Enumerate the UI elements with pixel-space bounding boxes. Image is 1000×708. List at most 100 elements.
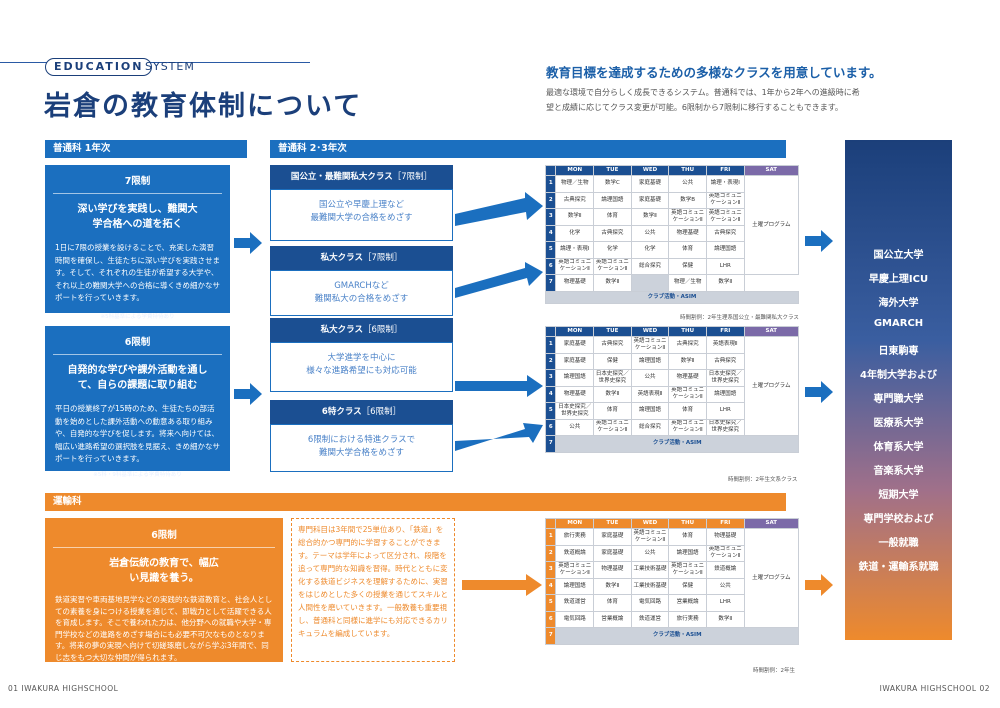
arrow-right-icon [234, 232, 262, 254]
subject-cell: 数学Ⅱ [705, 610, 745, 628]
period-number: 1 [544, 336, 557, 354]
section-general-year23: 普通科 2･3年次 [270, 140, 786, 158]
intro-body: 最適な環境で自分らしく成長できるシステム。普通科では、1年から2年への進級時に希… [546, 88, 860, 112]
period-number: 6 [544, 418, 557, 436]
page-title: 岩倉の教育体制について [44, 91, 363, 122]
saturday-program: 土曜プログラム [743, 175, 800, 275]
subject-cell: 物理基礎 [668, 369, 707, 387]
club-cell: クラブ活動・ASIM [555, 435, 799, 453]
subject-cell: 論理国語 [705, 385, 745, 403]
box-head: 6限制 [124, 337, 151, 348]
subject-cell: 論理国語 [630, 352, 670, 370]
subject-cell: 日本史探究／世界史探究 [705, 418, 745, 436]
destination-item: 一般就職 [878, 538, 919, 549]
period-number: 2 [544, 191, 557, 209]
arrow-right-icon [455, 423, 543, 451]
arrow-right-icon [805, 230, 833, 252]
subject-cell: 体育 [668, 241, 707, 259]
subject-cell: 家庭基礎 [593, 528, 632, 546]
subject-cell: 英語コミュニケーションⅡ [705, 191, 745, 209]
section-transport: 運輸科 [45, 493, 786, 511]
class-head: 私大クラス［7限制］ [270, 246, 453, 270]
day-header: THU [668, 165, 707, 176]
day-header: SAT [743, 165, 800, 176]
subject-cell: LHR [705, 594, 745, 612]
class-name: 私大クラス [320, 253, 363, 263]
timetable-note: 時間割例：2年生文系クラス [728, 477, 798, 483]
subject-cell: 英語コミュニケーションⅡ [630, 528, 670, 546]
class-desc: 6限制における特進クラスで [307, 435, 416, 445]
destination-item: 短期大学 [878, 490, 919, 501]
subject-cell: 古典探究 [705, 352, 745, 370]
subject-cell: 英語コミュニケーションⅡ [705, 208, 745, 226]
box-text: 平日の授業終了が15時のため、生徒たちの部活動を始めとした課外活動への動意ある取… [55, 404, 220, 463]
subject-cell: 古典探究 [593, 336, 632, 354]
period-number: 7 [544, 627, 557, 645]
destination-item: 音楽系大学 [873, 466, 924, 477]
class-body: 6限制における特進クラスで難関大学合格をめざす [270, 424, 453, 472]
subject-cell: 物理／生物 [555, 175, 595, 193]
class-private6: 私大クラス［6限制］ 大学進学を中心に様々な進路希望にも対応可能 [270, 318, 453, 392]
subject-cell: 化学 [555, 224, 595, 242]
subject-cell: 物理基礎 [555, 274, 595, 292]
subject-cell: 英語表現Ⅱ [705, 336, 745, 354]
destination-item: 医療系大学 [873, 418, 924, 429]
subject-cell: LHR [705, 257, 745, 275]
day-header: SAT [743, 518, 800, 529]
subject-cell: 物理基礎 [593, 561, 632, 579]
subject-cell: 体育 [593, 594, 632, 612]
subject-cell: 物理基礎 [555, 385, 595, 403]
day-header: MON [555, 326, 595, 337]
subject-cell: 論理国語 [668, 544, 707, 562]
subject-cell: 家庭基礎 [555, 336, 595, 354]
subject-cell: 英語コミュニケーションⅡ [593, 418, 632, 436]
period-number: 7 [544, 435, 557, 453]
subject-cell: 旅行実務 [555, 528, 595, 546]
period-number: 6 [544, 610, 557, 628]
subject-cell: 古典探究 [555, 191, 595, 209]
subject-cell: 公共 [630, 544, 670, 562]
day-header: TUE [593, 326, 632, 337]
subject-cell: 家庭基礎 [630, 191, 670, 209]
destination-item: GMARCH [873, 318, 924, 329]
subject-cell: 論理・表現Ⅰ [705, 175, 745, 193]
subject-cell: 体育 [593, 402, 632, 420]
subject-cell: 日本史探究／世界史探究 [555, 402, 595, 420]
subject-cell: 英語表現Ⅱ [630, 385, 670, 403]
subject-cell: 英語コミュニケーションⅡ [555, 561, 595, 579]
subject-cell: 数学Ⅱ [705, 274, 745, 292]
divider [53, 547, 275, 548]
period-number: 3 [544, 369, 557, 387]
subject-cell: 保健 [668, 577, 707, 595]
subject-cell: 物理基礎 [668, 224, 707, 242]
timetable-note: 時間割例：2年生理系国公立・最難関私大クラス [680, 315, 799, 321]
class-private7: 私大クラス［7限制］ GMARCHなど難関私大の合格をめざす [270, 246, 453, 316]
subject-cell: 英語コミュニケーションⅡ [555, 257, 595, 275]
day-header: SAT [743, 326, 800, 337]
arrow-right-icon [455, 192, 543, 226]
subject-cell: 公共 [630, 369, 670, 387]
subject-cell: 鉄道概論 [705, 561, 745, 579]
class-desc: 大学進学を中心に [327, 353, 396, 363]
class-name: 6特クラス [321, 407, 362, 417]
divider [53, 354, 222, 355]
arrow-right-icon [805, 574, 833, 596]
period-number: 4 [544, 577, 557, 595]
saturday-program: 土曜プログラム [743, 528, 800, 628]
subject-cell: 数学Ⅱ [593, 274, 632, 292]
subject-cell: 体育 [593, 208, 632, 226]
box-text: 1日に7限の授業を設けることで、充実した演習時間を確保し、生徒たちに深い学びを実… [55, 243, 220, 302]
class-head: 私大クラス［6限制］ [270, 318, 453, 342]
subject-cell: 数学C [593, 175, 632, 193]
class-desc: 最難関大学の合格をめざす [310, 213, 413, 223]
class-bracket: ［6限制］ [361, 407, 402, 417]
subject-cell: 化学 [630, 241, 670, 259]
subject-cell: 数学Ⅱ [593, 577, 632, 595]
subject-cell: 営業概論 [593, 610, 632, 628]
arrow-right-icon [805, 381, 833, 403]
subject-cell: 総合探究 [630, 257, 670, 275]
subject-cell: 公共 [668, 175, 707, 193]
subject-cell: 公共 [555, 418, 595, 436]
